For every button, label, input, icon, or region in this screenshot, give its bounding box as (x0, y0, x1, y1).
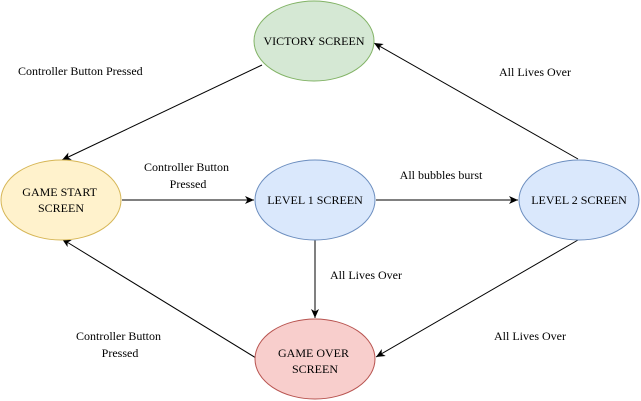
victory-ellipse (253, 0, 375, 82)
level1-ellipse (254, 159, 376, 241)
victory-label: VICTORY SCREEN (263, 34, 364, 48)
edge-labels: Controller Button Pressed Controller But… (18, 64, 571, 360)
edge-level2-to-game-over (375, 239, 579, 358)
game-start-ellipse (0, 159, 122, 241)
node-victory-screen: VICTORY SCREEN (253, 0, 375, 82)
edge-label-level2-to-victory: All Lives Over (499, 65, 571, 79)
edge-label-level2-to-over: All Lives Over (494, 329, 566, 343)
edge-label-start-to-level1: Controller Button Pressed (144, 160, 232, 191)
edge-label-level1-to-over: All Lives Over (330, 268, 402, 282)
level1-label: LEVEL 1 SCREEN (267, 193, 363, 207)
edge-label-over-to-start: Controller Button Pressed (76, 329, 164, 360)
edges (61, 42, 579, 359)
game-start-label: GAME START SCREEN (22, 185, 99, 215)
edge-level2-to-victory (373, 42, 579, 160)
edge-label-level1-to-level2: All bubbles burst (400, 168, 483, 182)
node-game-start-screen: GAME START SCREEN (0, 159, 122, 241)
level2-ellipse (518, 159, 640, 241)
edge-game-over-to-game-start (61, 238, 257, 359)
node-level1-screen: LEVEL 1 SCREEN (254, 159, 376, 241)
node-game-over-screen: GAME OVER SCREEN (254, 318, 376, 400)
edge-victory-to-game-start (61, 64, 263, 161)
edge-label-victory-to-start: Controller Button Pressed (18, 64, 143, 78)
game-over-label: GAME OVER SCREEN (278, 346, 352, 376)
level2-label: LEVEL 2 SCREEN (531, 193, 627, 207)
node-level2-screen: LEVEL 2 SCREEN (518, 159, 640, 241)
game-over-ellipse (254, 318, 376, 400)
